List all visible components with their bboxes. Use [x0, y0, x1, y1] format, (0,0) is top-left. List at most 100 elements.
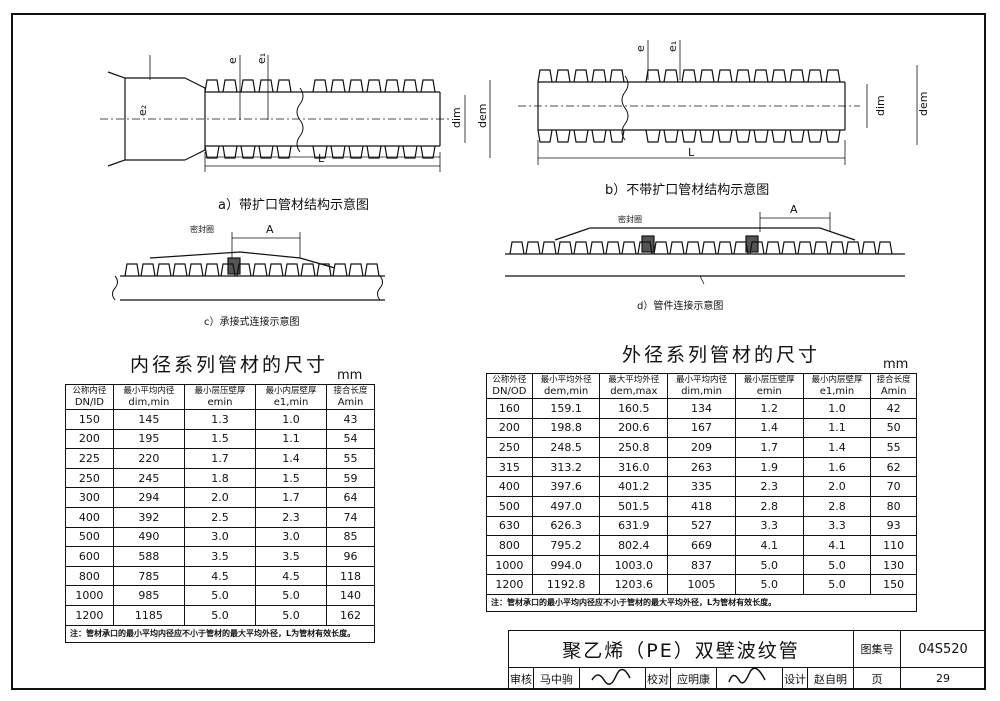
- table-cell: 3.0: [254, 526, 328, 548]
- column-header-line: dem,max: [610, 386, 658, 397]
- table-cell: 220: [112, 448, 185, 469]
- table-cell: 93: [870, 515, 917, 537]
- table-cell: 802.4: [599, 535, 669, 556]
- table-cell: 130: [870, 554, 917, 576]
- drawing-frame: [11, 13, 986, 690]
- table-cell: 3.5: [183, 546, 257, 567]
- table-cell: 43: [326, 409, 375, 430]
- column-header-line: DN/OD: [492, 386, 527, 397]
- checker-signature: [715, 667, 784, 690]
- table-cell: 500: [486, 495, 533, 517]
- table-cell: 80: [870, 495, 917, 517]
- e-label-a: e: [226, 57, 239, 64]
- table-cell: 313.2: [531, 456, 601, 478]
- table-cell: 1.3: [183, 409, 257, 430]
- checker-name: 应明康: [670, 667, 717, 690]
- column-header-line: 公称外径: [492, 375, 527, 385]
- table-cell: 118: [326, 565, 375, 587]
- table-cell: 400: [486, 476, 533, 497]
- dem-label-a: dem: [476, 104, 489, 128]
- table-cell: 140: [326, 585, 375, 606]
- column-header-line: 接合长度: [333, 386, 368, 396]
- design-label: 设计: [782, 667, 809, 690]
- table-cell: 200: [65, 428, 114, 450]
- outer-table-unit: mm: [883, 357, 909, 372]
- table-cell: 800: [65, 565, 114, 587]
- table-note: 注：管材承口的最小平均内径应不小于管材的最大平均外径，L为管材有效长度。: [65, 624, 375, 643]
- table-cell: 400: [65, 506, 114, 528]
- designer-name: 赵自明: [807, 667, 854, 690]
- table-cell: 85: [326, 526, 375, 548]
- table-cell: 1000: [65, 585, 114, 606]
- table-cell: 1.4: [254, 448, 328, 469]
- table-cell: 150: [65, 409, 114, 430]
- column-header-line: 最小平均外径: [540, 375, 592, 385]
- table-cell: 4.5: [183, 565, 257, 587]
- column-header-line: 最小内层壁厚: [265, 386, 317, 396]
- table-cell: 70: [870, 476, 917, 497]
- table-cell: 74: [326, 506, 375, 528]
- table-cell: 42: [870, 398, 917, 419]
- figure-a-drawing: [100, 71, 450, 167]
- table-cell: 250: [486, 437, 533, 458]
- table-cell: 490: [112, 526, 185, 548]
- table-cell: 2.8: [734, 495, 804, 517]
- table-cell: 250.8: [599, 437, 669, 458]
- table-cell: 2.3: [734, 476, 804, 497]
- table-cell: 134: [667, 398, 736, 419]
- table-cell: 4.5: [254, 565, 328, 587]
- table-cell: 1005: [667, 574, 736, 595]
- table-cell: 501.5: [599, 495, 669, 517]
- check-label: 校对: [645, 667, 672, 690]
- table-cell: 160.5: [599, 398, 669, 419]
- drawing-title: 聚乙烯（PE）双壁波纹管: [508, 630, 854, 668]
- table-cell: 2.3: [254, 506, 328, 528]
- page-label: 页: [853, 667, 901, 690]
- atlas-number: 04S520: [900, 630, 986, 668]
- table-cell: 1003.0: [599, 554, 669, 576]
- table-cell: 500: [65, 526, 114, 548]
- figure-c-drawing: [112, 232, 385, 301]
- table-cell: 5.0: [734, 554, 804, 576]
- table-cell: 162: [326, 604, 375, 626]
- table-cell: 300: [65, 487, 114, 508]
- table-cell: 167: [667, 417, 736, 439]
- table-cell: 631.9: [599, 515, 669, 537]
- inner-table-title: 内径系列管材的尺寸: [130, 354, 329, 376]
- table-cell: 1.7: [734, 437, 804, 458]
- e-label-b: e: [634, 45, 647, 52]
- column-header-line: 最小层压壁厚: [743, 375, 795, 385]
- figure-d-drawing: [505, 212, 905, 285]
- column-header-line: 最小平均内径: [123, 386, 175, 396]
- table-cell: 630: [486, 515, 533, 537]
- table-cell: 145: [112, 409, 185, 430]
- table-cell: 62: [870, 456, 917, 478]
- table-cell: 1185: [112, 604, 185, 626]
- dem-label-b: dem: [917, 92, 930, 116]
- table-cell: 200.6: [599, 417, 669, 439]
- table-cell: 315: [486, 456, 533, 478]
- column-header-line: 最小层压壁厚: [194, 386, 246, 396]
- L-label-a: L: [318, 152, 325, 165]
- table-cell: 5.0: [734, 574, 804, 595]
- outer-table-title: 外径系列管材的尺寸: [622, 344, 821, 366]
- table-cell: 3.5: [254, 546, 328, 567]
- column-header-line: Amin: [880, 386, 907, 397]
- table-cell: 200: [486, 417, 533, 439]
- table-cell: 248.5: [531, 437, 601, 458]
- table-cell: 1.0: [254, 409, 328, 430]
